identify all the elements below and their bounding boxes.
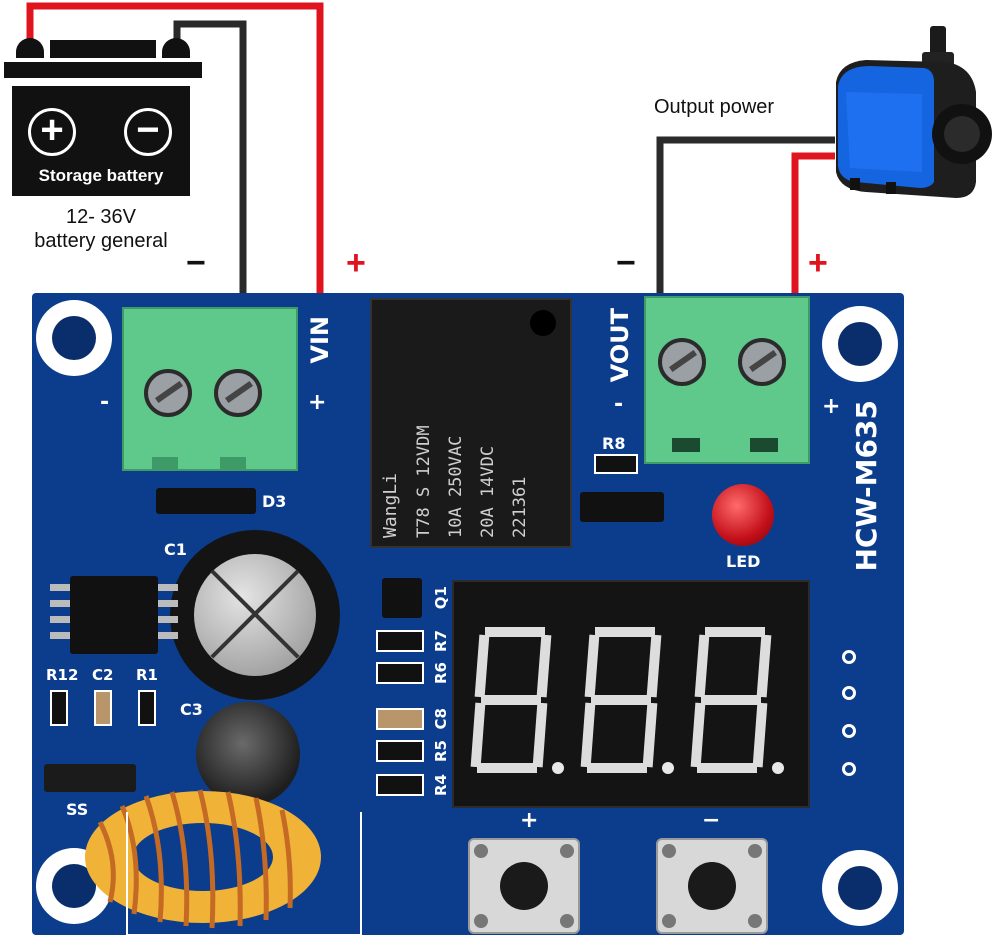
header-pin-4 bbox=[842, 762, 856, 776]
vin-plus-label: + bbox=[308, 390, 327, 415]
relay-markings: WangLi bbox=[380, 318, 402, 538]
capacitor-c1 bbox=[170, 530, 340, 700]
diode-ss bbox=[44, 764, 136, 792]
battery-voltage-line2: battery general bbox=[34, 230, 168, 252]
relay-line2: 10A 250VAC bbox=[446, 435, 466, 538]
resistor-r7 bbox=[376, 630, 424, 652]
r4-label: R4 bbox=[432, 774, 450, 796]
button-plus-label: + bbox=[520, 808, 539, 833]
r8-label: R8 bbox=[602, 434, 626, 453]
output-negative-wire bbox=[656, 136, 835, 300]
increase-button[interactable] bbox=[468, 838, 580, 934]
vout-minus-label: - bbox=[614, 392, 624, 417]
c3-label: C3 bbox=[180, 700, 203, 719]
capacitor-c8 bbox=[376, 708, 424, 730]
c1-label: C1 bbox=[164, 540, 187, 559]
vout-plus-label: + bbox=[822, 394, 841, 419]
vout-screw-negative bbox=[658, 338, 706, 386]
d3-label: D3 bbox=[262, 492, 287, 511]
relay-brand: WangLi bbox=[380, 472, 401, 538]
r12-label: R12 bbox=[46, 666, 79, 684]
transistor-top bbox=[580, 492, 664, 522]
capacitor-c3 bbox=[196, 702, 300, 806]
inductor-coil bbox=[85, 789, 321, 929]
header-pin-2 bbox=[842, 686, 856, 700]
r6-label: R6 bbox=[432, 662, 450, 684]
capacitor-c2 bbox=[94, 690, 112, 726]
output-power-label: Output power bbox=[654, 96, 775, 118]
resistor-r12 bbox=[50, 690, 68, 726]
resistor-r1 bbox=[138, 690, 156, 726]
display-digits-svg bbox=[470, 627, 784, 774]
battery-label: Storage battery bbox=[38, 166, 164, 185]
r5-label: R5 bbox=[432, 740, 450, 762]
vin-minus-label: - bbox=[100, 390, 110, 415]
ss-label: SS bbox=[66, 800, 89, 819]
resistor-r5 bbox=[376, 740, 424, 762]
mount-hole-top-right bbox=[822, 306, 898, 382]
vout-label: VOUT bbox=[606, 308, 634, 383]
seven-segment-display bbox=[452, 580, 810, 808]
output-plus-mark: + bbox=[808, 244, 828, 282]
relay-line3: 20A 14VDC bbox=[478, 445, 498, 538]
resistor-r8 bbox=[594, 454, 638, 474]
input-plus-mark: + bbox=[346, 244, 366, 282]
input-minus-mark: − bbox=[186, 244, 206, 282]
resistor-r6 bbox=[376, 662, 424, 684]
vin-label: VIN bbox=[306, 316, 334, 364]
relay bbox=[370, 298, 572, 548]
transistor-q1 bbox=[382, 578, 422, 618]
battery-terminal-positive bbox=[16, 38, 44, 58]
battery-top-bar bbox=[50, 40, 156, 58]
relay-line4: 221361 bbox=[510, 476, 530, 538]
diode-d3 bbox=[156, 488, 256, 514]
battery-positive-wire bbox=[26, 2, 324, 300]
c8-label: C8 bbox=[432, 708, 450, 730]
battery-cap bbox=[4, 62, 202, 78]
mount-hole-bottom-right bbox=[822, 850, 898, 926]
vin-terminal-block bbox=[122, 307, 298, 471]
output-minus-mark: − bbox=[616, 244, 636, 282]
vout-terminal-block bbox=[644, 296, 810, 464]
led-label: LED bbox=[726, 552, 761, 571]
status-led bbox=[712, 484, 774, 546]
vout-screw-positive bbox=[738, 338, 786, 386]
resistor-r4 bbox=[376, 774, 424, 796]
battery-terminal-negative bbox=[162, 38, 190, 58]
inductor-outline bbox=[126, 812, 362, 936]
board-model: HCW-M635 bbox=[850, 400, 883, 572]
header-pin-3 bbox=[842, 724, 856, 738]
output-positive-wire bbox=[791, 152, 835, 300]
battery-voltage-line1: 12- 36V bbox=[65, 206, 137, 228]
battery-minus-icon: − bbox=[124, 108, 172, 156]
r1-label: R1 bbox=[136, 666, 158, 684]
battery-plus-icon: + bbox=[28, 108, 76, 156]
battery-negative-wire bbox=[173, 20, 247, 300]
r7-label: R7 bbox=[432, 630, 450, 652]
c2-label: C2 bbox=[92, 666, 114, 684]
vin-screw-negative bbox=[144, 369, 192, 417]
relay-line1: T78 S 12VDM bbox=[414, 425, 434, 538]
ic-chip bbox=[70, 576, 158, 654]
q1-label: Q1 bbox=[432, 586, 450, 610]
mount-hole-top-left bbox=[36, 300, 112, 376]
ic-pins-left bbox=[50, 584, 70, 644]
ic-pins-right bbox=[158, 584, 178, 644]
vin-screw-positive bbox=[214, 369, 262, 417]
water-pump-icon bbox=[836, 26, 992, 198]
decrease-button[interactable] bbox=[656, 838, 768, 934]
header-pin-1 bbox=[842, 650, 856, 664]
button-minus-label: − bbox=[702, 808, 721, 833]
